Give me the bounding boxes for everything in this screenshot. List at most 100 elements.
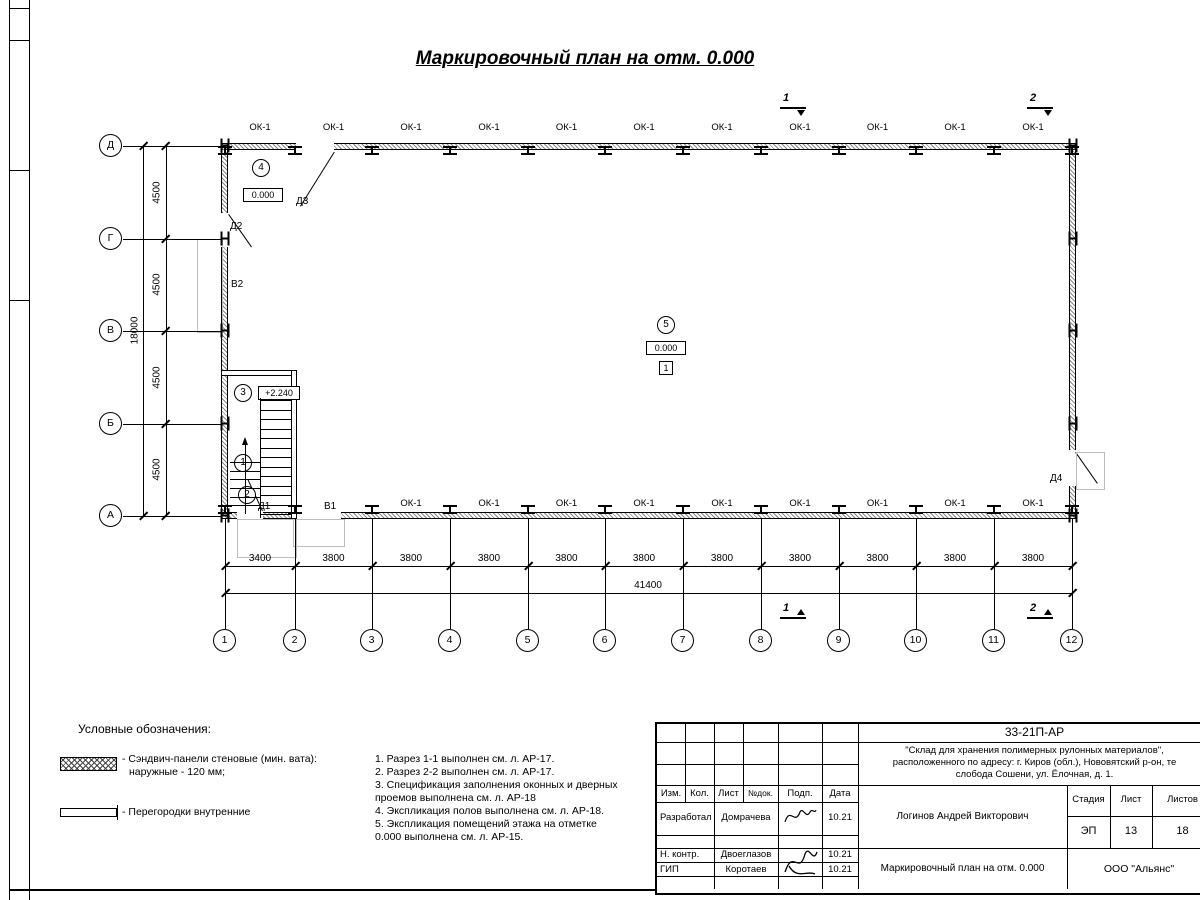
column-icon (832, 505, 846, 514)
column-icon (365, 146, 379, 155)
room-marker-3: 3 (234, 384, 252, 402)
dim-label: 3800 (632, 553, 656, 564)
sheet-value: 13 (1124, 825, 1138, 837)
window-label-top: ОК-1 (711, 122, 733, 133)
axis-bubble-4: 4 (438, 629, 461, 652)
column-icon (676, 505, 690, 514)
elevation-box: 0.000 (646, 341, 686, 355)
sheet-label: Лист (1120, 794, 1142, 805)
company-name: ООО "Альянс" (1103, 862, 1175, 875)
stair-divider (260, 398, 261, 518)
axis-extension-line (123, 146, 221, 147)
stamp-line (685, 724, 686, 802)
drawing-title: Маркировочный план на отм. 0.000 (880, 863, 1045, 874)
column-icon (443, 146, 457, 155)
document-number: 33-21П-АР (1004, 725, 1065, 739)
axis-bubble-В: В (99, 319, 122, 342)
section-mark-1-top: 1 (780, 92, 808, 116)
stamp-col-izm: Изм. (660, 788, 682, 799)
legend-item-label: - Перегородки внутренние (122, 806, 251, 818)
section-mark-2-top: 2 (1027, 92, 1055, 116)
stamp-line (1067, 816, 1200, 817)
dim-line (225, 566, 1072, 567)
stamp-line (657, 876, 858, 877)
partition-wall (291, 370, 297, 519)
column-icon (909, 146, 923, 155)
room-marker-5: 5 (657, 316, 675, 334)
axis-bubble-Д: Д (99, 134, 122, 157)
axis-bubble-1: 1 (213, 629, 236, 652)
window-label-top: ОК-1 (322, 122, 345, 133)
axis-extension-line (761, 519, 762, 629)
stamp-name: Двоеглазов (720, 849, 772, 860)
legend-item-label: наружные - 120 мм; (129, 766, 226, 778)
dim-total-label: 18000 (129, 316, 141, 345)
note-line: 0.000 выполнена см. л. АР-15. (375, 831, 524, 843)
dim-label: 4500 (151, 458, 163, 481)
dim-label: 3800 (555, 553, 578, 564)
elevation-box: +2.240 (258, 386, 300, 400)
window-label-top: ОК-1 (866, 122, 889, 133)
column-icon (365, 505, 379, 514)
door-opening-d1 (237, 511, 263, 520)
dim-label: 3800 (788, 553, 812, 564)
door-label-d4: Д4 (1050, 473, 1063, 484)
floor-type-box: 1 (659, 361, 673, 375)
column-icon (220, 231, 230, 246)
axis-extension-line (372, 519, 373, 629)
column-icon (754, 146, 768, 155)
stage-value: ЭП (1080, 825, 1097, 837)
note-line: 3. Спецификация заполнения оконных и две… (375, 779, 618, 791)
section-arrow-icon (1044, 609, 1052, 615)
stamp-col-ndok: №док. (748, 788, 773, 798)
stamp-line (714, 724, 715, 889)
axis-bubble-8: 8 (749, 629, 772, 652)
section-line (780, 107, 806, 109)
stamp-role: ГИП (660, 864, 679, 875)
signature-icon (784, 809, 817, 823)
column-icon (676, 146, 690, 155)
door-opening-d3 (296, 142, 334, 151)
door-opening-d2 (220, 213, 229, 247)
window-label-bottom: ОК-1 (789, 498, 811, 509)
axis-extension-line (123, 424, 221, 425)
stamp-line (657, 835, 858, 836)
room-marker-4: 4 (252, 159, 270, 177)
dim-line (143, 146, 144, 516)
window-label-bottom: ОК-1 (555, 498, 578, 509)
dim-label: 3800 (866, 553, 889, 564)
column-icon (220, 416, 230, 431)
column-icon (220, 138, 230, 153)
legend-sandwich-panel-icon (60, 757, 117, 771)
stair-tread (260, 476, 291, 477)
stamp-name: Коротаев (725, 864, 767, 875)
column-icon (443, 505, 457, 514)
stamp-role: Н. контр. (660, 849, 700, 860)
section-number: 2 (1030, 602, 1037, 614)
frame-line (29, 0, 30, 900)
axis-bubble-7: 7 (671, 629, 694, 652)
frame-tick (9, 8, 29, 9)
axis-bubble-3: 3 (360, 629, 383, 652)
dim-line (166, 146, 167, 516)
stamp-name: Домрачева (721, 812, 771, 823)
door-label-d1: Д1 (258, 501, 271, 512)
frame-line-bottom (9, 889, 1200, 891)
column-icon (521, 505, 535, 514)
axis-extension-line (1072, 519, 1073, 629)
title-block: 33-21П-АР "Склад для хранения полимерных… (655, 722, 1200, 895)
axis-bubble-5: 5 (516, 629, 539, 652)
window-label-top: ОК-1 (789, 122, 811, 133)
stamp-line (657, 862, 858, 863)
project-description: слобода Сошени, ул. Ёлочная, д. 1. (955, 769, 1114, 780)
window-label-bottom: ОК-1 (711, 498, 733, 509)
window-label-bottom: ОК-1 (633, 498, 655, 509)
stair-tread (260, 419, 291, 420)
axis-extension-line (295, 519, 296, 629)
column-icon (832, 146, 846, 155)
stamp-line (657, 802, 858, 803)
gate-label-v2: В2 (231, 279, 244, 290)
window-label-top: ОК-1 (1022, 122, 1044, 133)
section-number: 1 (783, 602, 790, 614)
